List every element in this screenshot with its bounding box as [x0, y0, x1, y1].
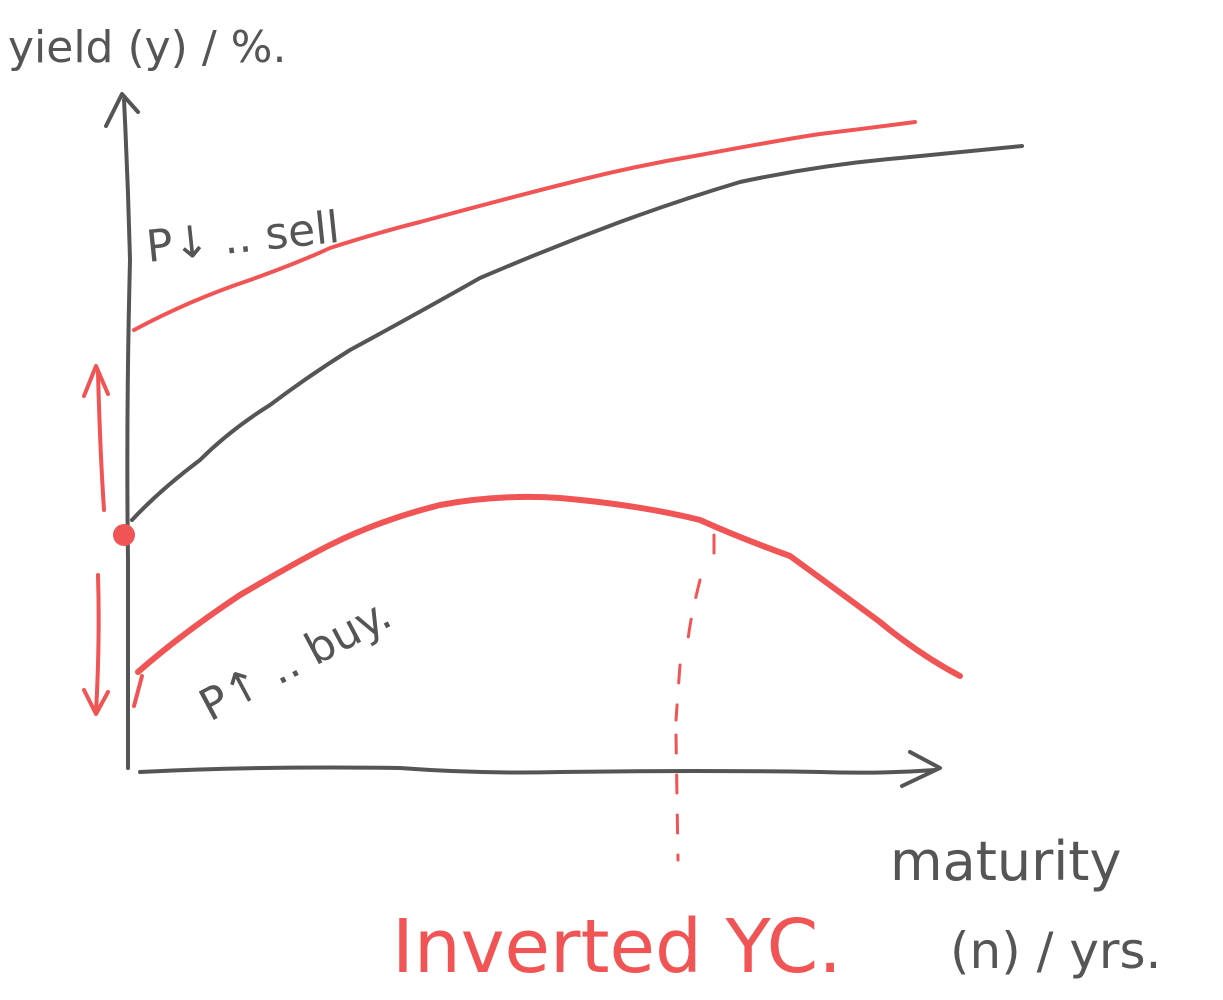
x-axis — [138, 765, 937, 775]
yield-down-arrow-shaft — [94, 573, 101, 714]
kink-guide-dashed-line — [674, 533, 716, 862]
y-axis-label: yield (y) / %. — [8, 22, 286, 73]
normal-yield-curve — [130, 144, 1024, 522]
x-axis-arrowhead — [900, 750, 942, 788]
upper-shifted-curve — [132, 120, 917, 332]
yield-down-arrowhead — [82, 688, 110, 716]
x-axis-label-maturity: maturity — [890, 830, 1121, 893]
diagram-caption: Inverted YC. — [392, 904, 842, 990]
yield-up-arrowhead — [82, 364, 110, 398]
y-axis-arrowhead — [104, 92, 140, 128]
upper-curve-note: P↓ .. sell — [144, 202, 342, 273]
inverted-yield-curve — [135, 493, 963, 679]
x-axis-label-units: (n) / yrs. — [950, 922, 1161, 980]
initial-yield-dot — [113, 524, 135, 546]
inverted-curve-start-tick — [132, 674, 144, 708]
y-axis — [122, 98, 132, 770]
yield-up-arrow-shaft — [96, 370, 106, 512]
